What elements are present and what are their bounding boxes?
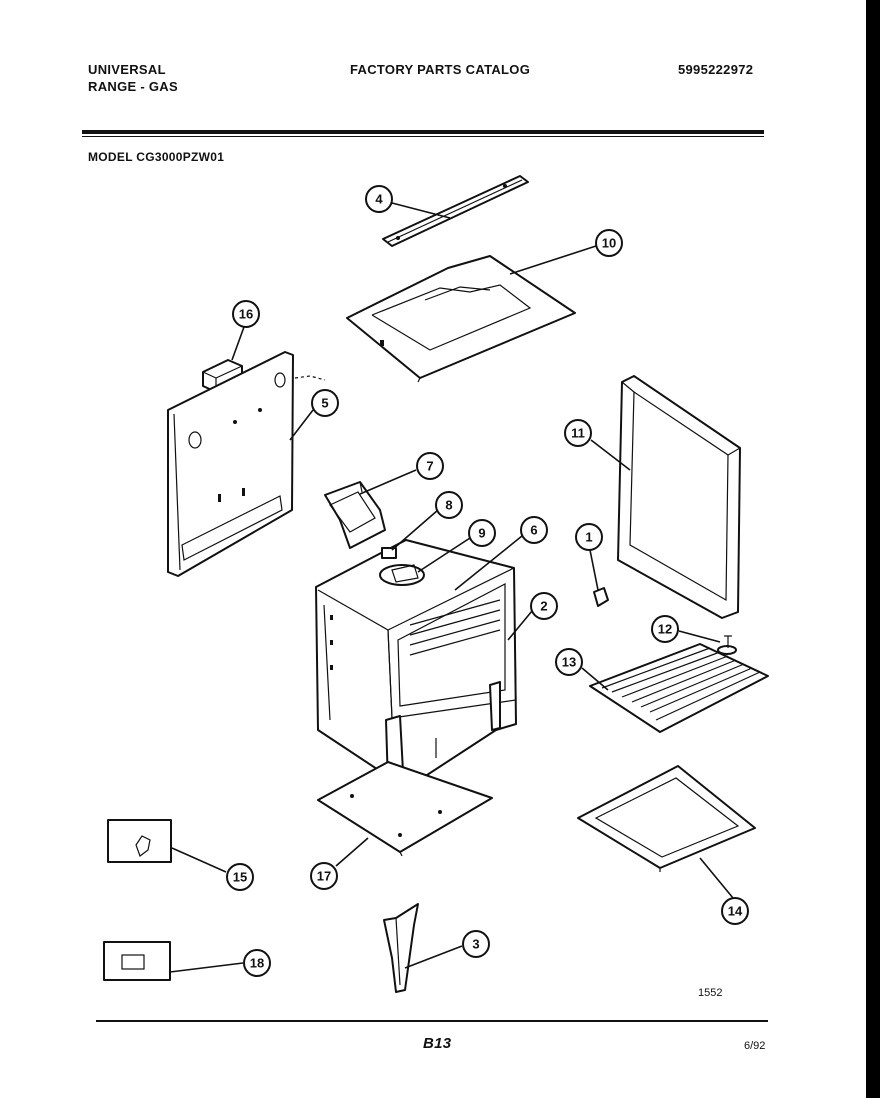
part-14-tray <box>577 765 756 872</box>
part-9-burner <box>379 564 425 586</box>
scan-border <box>866 0 880 1098</box>
callout-5: 5 <box>311 389 339 417</box>
part-18-boxed-item <box>103 941 171 981</box>
callout-16: 16 <box>232 300 260 328</box>
callout-6: 6 <box>520 516 548 544</box>
part-12-knob <box>717 635 737 655</box>
callout-1: 1 <box>575 523 603 551</box>
part-17-bottom-panel <box>317 738 493 857</box>
catalog-number: 5995222972 <box>678 62 754 77</box>
part-1-clip <box>593 587 609 607</box>
svg-text:4: 4 <box>375 192 383 207</box>
header-rule <box>82 130 764 134</box>
svg-text:9: 9 <box>478 526 485 541</box>
callout-12: 12 <box>651 615 679 643</box>
svg-text:16: 16 <box>239 307 253 322</box>
callout-18: 18 <box>243 949 271 977</box>
product-label: RANGE - GAS <box>88 79 178 94</box>
svg-text:15: 15 <box>233 870 247 885</box>
part-8-fitting <box>381 547 397 559</box>
callout-17: 17 <box>310 862 338 890</box>
svg-text:10: 10 <box>602 236 616 251</box>
drawing-number: 1552 <box>698 987 723 999</box>
callout-13: 13 <box>555 648 583 676</box>
part-11-door-frame <box>617 375 741 619</box>
svg-text:7: 7 <box>426 459 433 474</box>
callout-4: 4 <box>365 185 393 213</box>
callout-3: 3 <box>462 930 490 958</box>
part-7-bracket <box>324 481 386 549</box>
catalog-title: FACTORY PARTS CATALOG <box>350 62 531 77</box>
callout-7: 7 <box>416 452 444 480</box>
leader-lines <box>169 202 734 973</box>
callout-11: 11 <box>564 419 592 447</box>
brand-label: UNIVERSAL <box>88 62 166 77</box>
callout-8: 8 <box>435 491 463 519</box>
part-4-trim-strip <box>382 175 529 247</box>
model-label: MODEL CG3000PZW01 <box>88 150 225 164</box>
page-number: B13 <box>423 1035 452 1052</box>
svg-text:6: 6 <box>530 523 537 538</box>
footer-rule <box>96 1020 768 1022</box>
callout-2: 2 <box>530 592 558 620</box>
svg-text:11: 11 <box>571 426 585 441</box>
svg-text:2: 2 <box>540 599 547 614</box>
svg-text:8: 8 <box>445 498 452 513</box>
callout-14: 14 <box>721 897 749 925</box>
svg-text:1: 1 <box>585 530 592 545</box>
part-13-oven-rack <box>589 643 769 733</box>
svg-text:3: 3 <box>472 937 479 952</box>
svg-text:17: 17 <box>317 869 331 884</box>
svg-text:14: 14 <box>728 904 743 919</box>
part-3-bracket <box>383 903 419 993</box>
part-15-boxed-item <box>107 819 172 863</box>
svg-text:5: 5 <box>321 396 328 411</box>
svg-text:18: 18 <box>250 956 264 971</box>
oven-cavity-body <box>315 539 517 791</box>
callout-10: 10 <box>595 229 623 257</box>
catalog-date: 6/92 <box>744 1040 766 1052</box>
part-10-top-panel <box>346 255 576 383</box>
callout-15: 15 <box>226 863 254 891</box>
header-rule-thin <box>82 136 764 137</box>
callout-9: 9 <box>468 519 496 547</box>
svg-text:13: 13 <box>562 655 576 670</box>
part-5-back-panel <box>167 351 326 577</box>
svg-text:12: 12 <box>658 622 672 637</box>
